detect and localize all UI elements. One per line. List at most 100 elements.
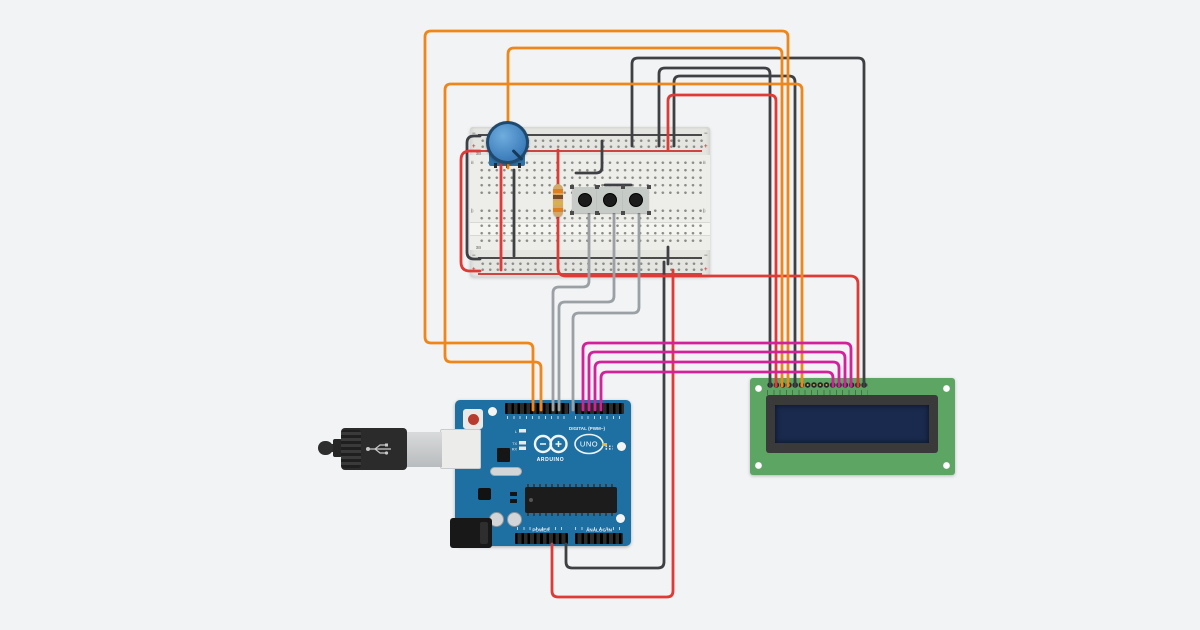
wire-magenta-arduino-to-lcd-pin12[interactable] (593, 360, 841, 412)
wire-black-rail-to-lcd-pin16[interactable] (630, 56, 866, 388)
breadboard-bottom-rail-holes[interactable] (479, 260, 705, 272)
column-number: 30 (476, 245, 482, 250)
column-number: 15 (476, 151, 482, 156)
breadboard-top-positive-rail-line (478, 150, 702, 152)
digital-pin-labels (507, 416, 569, 419)
wire-gray-button2-to-arduino[interactable] (557, 212, 616, 412)
arduino-uno-board[interactable]: DIGITAL (PWM~) L TX RX ARDUINO UNO POWER… (450, 400, 631, 548)
rail-plus-sign: + (704, 267, 708, 273)
wire-black-arduino-gnd-to-rail[interactable] (564, 260, 666, 570)
usb-strain-relief (341, 430, 361, 468)
analog-header[interactable] (575, 533, 623, 544)
row-letter: e (703, 160, 706, 165)
lcd-display-16x2[interactable] (750, 378, 955, 475)
row-letter: d (471, 160, 474, 165)
wire-gray-button1-to-arduino[interactable] (551, 212, 591, 412)
row-letter: a (703, 160, 706, 165)
capacitor (507, 512, 522, 527)
digital-header-right[interactable] (575, 403, 624, 414)
usb-cable-collar (333, 439, 342, 457)
lcd-screw-hole (755, 385, 762, 392)
wire-red-resistor-to-lcd-pin15[interactable] (556, 148, 860, 388)
lcd-bezel (766, 395, 938, 453)
column-number: 30 (476, 151, 482, 156)
column-number: 1 (476, 151, 479, 156)
digital-pwm-label: DIGITAL (PWM~) (569, 426, 606, 431)
voltage-regulator (497, 448, 510, 462)
wire-red-arduino-5v-to-rail[interactable] (550, 268, 675, 599)
column-number: 1 (476, 245, 479, 250)
pushbutton-1[interactable] (570, 185, 598, 213)
crystal-oscillator (490, 467, 522, 476)
power-section-label: POWER (532, 528, 550, 533)
row-letter: d (703, 160, 706, 165)
row-letter: a (471, 160, 474, 165)
power-header[interactable] (515, 533, 568, 544)
wire-gray-button3-to-arduino[interactable] (571, 212, 641, 412)
row-letter: f (703, 208, 705, 213)
row-letter: i (703, 208, 704, 213)
uno-model-label: UNO (580, 440, 598, 449)
power-jack (450, 518, 492, 548)
rail-minus-sign: − (704, 253, 708, 259)
potentiometer-pointer (511, 148, 524, 162)
smd-component (510, 492, 517, 496)
column-number: 20 (476, 151, 482, 156)
breadboard-top-rail-holes[interactable] (479, 137, 705, 149)
power-jack-opening (480, 522, 488, 544)
column-number: 20 (476, 245, 482, 250)
digital-pin-labels (575, 416, 623, 419)
digital-header-left[interactable] (505, 403, 569, 414)
wire-orange-arduino-to-lcd-pin6[interactable] (443, 82, 804, 412)
breadboard-bottom-bank-holes[interactable] (478, 207, 706, 245)
arduino-logo-right-circle (549, 434, 568, 454)
analog-section-label: ANALOG IN (586, 528, 612, 533)
arduino-brand-label: ARDUINO (537, 457, 565, 463)
column-number: 25 (476, 151, 482, 156)
column-number: 5 (476, 245, 479, 250)
wire-black-rail-to-lcd-pin1[interactable] (657, 66, 772, 388)
lcd-screen (775, 405, 929, 443)
wire-magenta-arduino-to-lcd-pin11[interactable] (599, 370, 835, 412)
rail-plus-sign: + (472, 144, 476, 150)
wire-magenta-arduino-to-lcd-pin13[interactable] (587, 350, 847, 412)
resistor-band (553, 195, 563, 199)
wire-black-rail-to-lcd-pin5[interactable] (672, 74, 797, 388)
chip-notch (529, 498, 533, 502)
wire-magenta-arduino-to-lcd-pin14[interactable] (581, 341, 853, 412)
breadboard-column-numbers-bottom: 1 5 10 15 20 25 30 (476, 245, 704, 251)
wire-black-left-rail-bridge[interactable] (465, 134, 482, 261)
led-l-label: L (515, 430, 517, 434)
lcd-pin-labels (767, 390, 868, 395)
wire-orange-arduino-to-lcd-pin4[interactable] (423, 29, 790, 412)
wire-black-button-gnd-jumper-a[interactable] (574, 139, 604, 175)
pushbutton-legs (570, 185, 574, 189)
column-number: 10 (476, 245, 482, 250)
potentiometer-leg (494, 163, 497, 168)
wire-orange-pot-to-lcd-pin3[interactable] (506, 46, 784, 388)
lcd-pin-header[interactable] (767, 381, 868, 389)
rail-minus-sign: − (472, 253, 476, 259)
lcd-screw-hole (755, 462, 762, 469)
usb-plug-body[interactable] (341, 428, 407, 470)
row-letter: e (471, 160, 474, 165)
led-tx-label: TX (512, 442, 517, 446)
potentiometer-knob[interactable] (486, 121, 529, 164)
pushbutton-legs (595, 185, 599, 189)
resistor[interactable] (553, 184, 563, 217)
pushbutton-2-cap[interactable] (603, 193, 617, 207)
row-letter: h (703, 208, 706, 213)
reset-button[interactable] (468, 414, 479, 425)
pushbutton-3[interactable] (621, 185, 649, 213)
pushbutton-2[interactable] (595, 185, 623, 213)
column-number: 15 (476, 245, 482, 250)
pushbutton-1-cap[interactable] (578, 193, 592, 207)
resistor-band (553, 201, 563, 205)
row-letter: g (703, 208, 706, 213)
led-tx-indicator (519, 441, 526, 445)
pushbutton-3-cap[interactable] (629, 193, 643, 207)
wire-red-rail-to-lcd-pin2[interactable] (666, 93, 778, 388)
wire-red-left-rail-bridge[interactable] (459, 149, 482, 273)
row-letter: b (703, 160, 706, 165)
